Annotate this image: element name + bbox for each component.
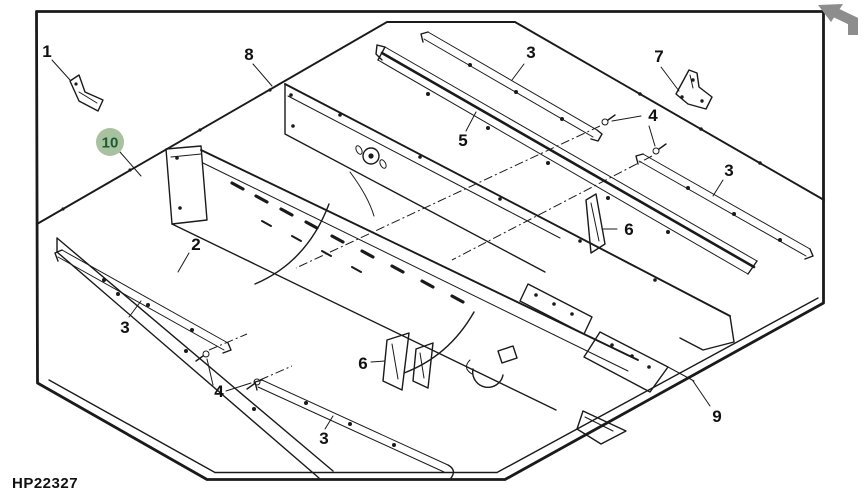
callout-1[interactable]: 1 bbox=[42, 42, 51, 61]
callout-3-right[interactable]: 3 bbox=[724, 161, 733, 180]
leader-lines bbox=[51, 59, 724, 430]
callout-2[interactable]: 2 bbox=[191, 235, 200, 254]
rail-3-left bbox=[54, 249, 232, 354]
bracket-part-7 bbox=[675, 69, 713, 110]
back-arrow-icon[interactable] bbox=[818, 4, 858, 35]
plates-part-6-lower bbox=[382, 332, 434, 391]
fasteners-part-4 bbox=[195, 114, 667, 390]
plate-part-6-right bbox=[585, 193, 606, 254]
floor-weldment bbox=[165, 145, 695, 445]
callout-5[interactable]: 5 bbox=[458, 131, 467, 150]
rail-3-upper bbox=[420, 31, 603, 142]
callout-4-upper[interactable]: 4 bbox=[648, 106, 658, 125]
figure-code: HP22327 bbox=[12, 475, 78, 492]
callout-6-lower[interactable]: 6 bbox=[358, 354, 367, 373]
rail-3-right bbox=[635, 153, 814, 260]
callout-8[interactable]: 8 bbox=[244, 45, 253, 64]
callout-3-left[interactable]: 3 bbox=[120, 318, 129, 337]
hub-detail bbox=[349, 145, 387, 217]
callout-10-highlighted[interactable]: 10 bbox=[96, 128, 124, 156]
callout-4-lower[interactable]: 4 bbox=[214, 382, 224, 401]
rail-3-bottom bbox=[254, 379, 455, 479]
callout-7[interactable]: 7 bbox=[654, 47, 663, 66]
rail-part-5 bbox=[375, 44, 758, 275]
back-arrow-tail bbox=[829, 6, 858, 35]
front-angle-part-2 bbox=[56, 237, 334, 479]
back-sheet-part-8 bbox=[284, 83, 735, 351]
highlight-circle[interactable] bbox=[96, 128, 124, 156]
centerlines bbox=[208, 125, 653, 381]
back-arrow-head bbox=[818, 4, 843, 22]
bracket-part-1 bbox=[69, 74, 104, 112]
callout-10-label: 10 bbox=[102, 135, 119, 152]
callout-3-top[interactable]: 3 bbox=[526, 43, 535, 62]
callout-9[interactable]: 9 bbox=[712, 407, 721, 426]
callout-3-bottom[interactable]: 3 bbox=[319, 429, 328, 448]
callout-6-right[interactable]: 6 bbox=[624, 220, 633, 239]
